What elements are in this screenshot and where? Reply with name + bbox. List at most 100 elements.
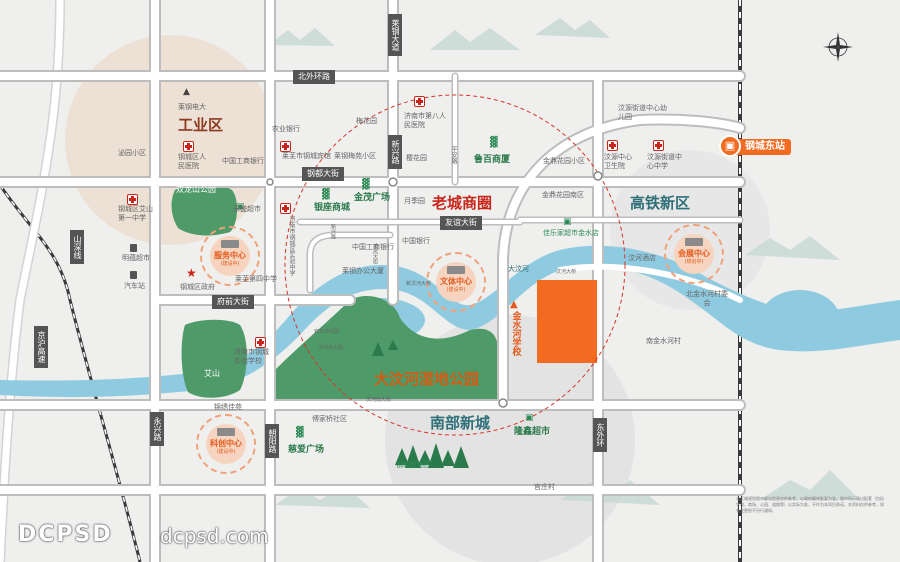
poi: 汶河大桥 (556, 269, 577, 275)
poi: 汶源街道中心中学 (647, 153, 682, 170)
shuanglong-park-label: 双龙山公园 (176, 185, 216, 194)
building-icon: ▓ (490, 137, 498, 148)
poi: 中国工商银行 (352, 243, 394, 251)
road-fuqian-dajie: 府前大街 (212, 295, 254, 309)
road-beiwai-huanlu: 北外环路 (293, 70, 335, 84)
poi: 金茂广场 (354, 193, 391, 203)
poi: 梅花园 (356, 117, 377, 125)
south-city-label: 南部新城 (430, 414, 491, 432)
poi: 北金水河村委会 (686, 290, 728, 307)
poi: 官庄村 (534, 483, 555, 491)
road-xinxing-lu: 新兴路 (388, 135, 402, 169)
cart-icon: ▣ (525, 413, 534, 423)
poi: 莱钢电大 (178, 103, 206, 111)
poi: 永盛超市 (233, 205, 261, 213)
hub-culture-status: (建设中) (446, 287, 466, 293)
watermark-brand: DCPSD (18, 522, 113, 547)
train-icon: ▣ (719, 135, 741, 157)
hospital-icon (127, 194, 138, 205)
poi: 汶河南大街 (366, 397, 392, 403)
hospital-icon (414, 96, 425, 107)
hub-science-status: (建设中) (216, 449, 236, 455)
bus-icon (130, 244, 137, 252)
station-name: 钢城东站 (745, 141, 785, 152)
hub-culture: 文体中心(建设中) (426, 252, 486, 312)
poi: 隆鑫超市 (514, 427, 551, 437)
poi: 金鼎花园小区 (543, 157, 585, 165)
building-icon (685, 238, 703, 246)
industrial-zone-label: 工业区 (178, 116, 224, 134)
road-gangdu-dajie: 钢都大街 (302, 167, 344, 181)
road-chaoyang-lu: 朝阳路 (265, 424, 279, 458)
building-icon: ▓ (296, 427, 304, 438)
hub-science-name: 科创中心 (210, 439, 242, 448)
poi: 鲁百商厦 (474, 155, 511, 165)
building-icon (217, 428, 235, 436)
poi: 汶源中心卫生院 (604, 153, 632, 170)
poi: 锦绣佳苑 (214, 403, 242, 411)
poi: 南金水河村 (646, 337, 681, 345)
building-icon (447, 266, 465, 274)
poi: 平安路 (450, 146, 457, 164)
poi: 中国银行 (402, 237, 430, 245)
road-shanshen-xian: 山深线 (70, 230, 84, 264)
old-city-label: 老城商圈 (432, 194, 493, 212)
poi: 莱芜市钢城宾馆 (282, 152, 331, 160)
poi: 济南市钢城实验学校 (234, 348, 269, 365)
watermark-site: dcpsd.com (160, 524, 269, 548)
poi: 钢城区人民医院 (178, 153, 206, 170)
school-name: 金水河学校 (510, 310, 521, 356)
hub-science: 科创中心(建设中) (196, 414, 256, 474)
parks (171, 183, 498, 400)
poi: 银座商城 (314, 203, 351, 213)
cart-icon: ▣ (236, 202, 245, 212)
hospital-icon (280, 203, 291, 214)
poi: 济南市第八人民医院 (404, 112, 446, 129)
graduation-cap-icon: ▲ (183, 87, 190, 97)
poi: 明蕴超市 (122, 254, 150, 262)
compass-icon (823, 32, 853, 62)
poi: 钢城区政府 (180, 283, 215, 291)
poi: 中国工商银行 (222, 157, 264, 165)
star-icon: ★ (186, 266, 197, 280)
poi: 月季园 (404, 197, 425, 205)
radius-circle (284, 94, 626, 436)
hub-culture-name: 文体中心 (440, 277, 472, 286)
poi: 双龙湾花园 (314, 329, 340, 335)
disclaimer-text: 本区域规划图中部分信息仅供参考，以政府最终批复为准。图中所示周边配套（包括学校、… (736, 496, 884, 513)
road-laiwu-dadao: 莱钢大道 (388, 14, 402, 56)
hub-service: 服务中心(建设中) (200, 226, 260, 286)
wetland-park-label: 大汶河湿地公园 (374, 370, 480, 388)
hospital-icon (183, 141, 194, 152)
poi: 济南市钢城区实验中学 (288, 216, 295, 276)
river-label: 大汶河 (508, 265, 529, 273)
poi: 农业银行 (272, 125, 300, 133)
building-icon: ▓ (362, 179, 370, 190)
gangcheng-east-station[interactable]: ▣ 钢城东站 (719, 135, 791, 157)
building-icon: ▓ (322, 189, 330, 200)
building-icon (221, 240, 239, 248)
hub-exhibition-status: (规划中) (684, 259, 704, 265)
hub-service-status: (建设中) (220, 261, 240, 267)
jinshuihe-school: ▲ 金水河学校 (510, 299, 521, 356)
road-dongwai-huan: 东外环 (593, 418, 607, 452)
hospital-icon (607, 140, 618, 151)
hub-service-name: 服务中心 (214, 251, 246, 260)
hospital-icon (653, 140, 664, 151)
poi: 慈爱广场 (288, 445, 325, 455)
tree-icons (372, 340, 469, 468)
poi: 傅家桥社区 (312, 415, 347, 423)
poi: 钢城区艾山第一中学 (118, 205, 153, 222)
poi: 汶河北大街 (318, 345, 344, 351)
industrial-zone-tint (65, 35, 275, 245)
project-site (537, 280, 597, 363)
jinghu-expressway (0, 0, 65, 562)
poi: 新汶河大桥 (406, 281, 432, 287)
graduation-cap-icon: ▲ (510, 299, 518, 310)
poi: 莱钢办公大厦 (342, 267, 384, 275)
poi: 汽车站 (124, 282, 145, 290)
hub-exhibition: 会展中心(规划中) (664, 224, 724, 284)
high-speed-rail-label: 高铁新区 (630, 194, 691, 212)
hospital-icon (280, 141, 291, 152)
